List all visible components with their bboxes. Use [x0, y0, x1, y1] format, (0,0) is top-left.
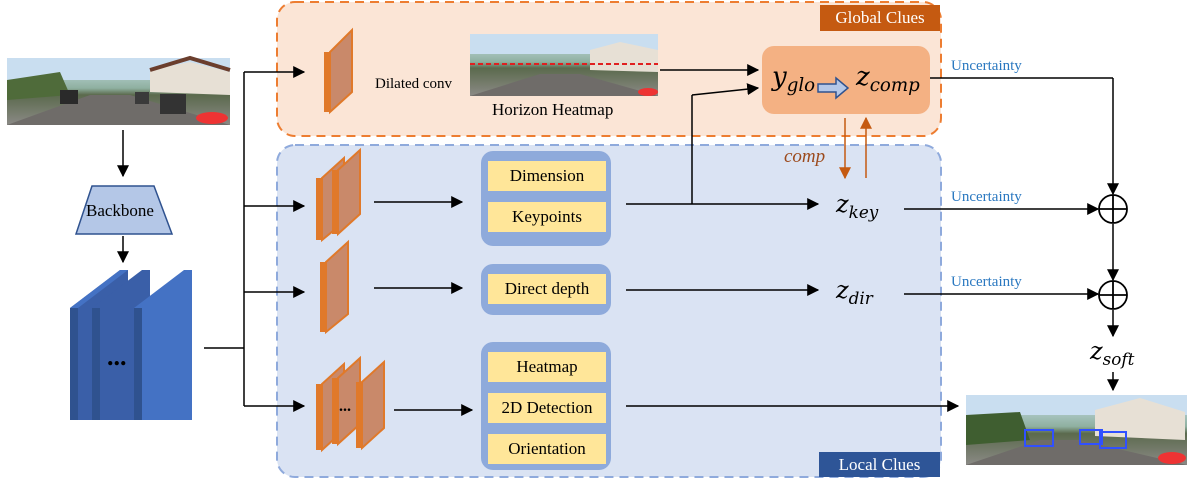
horizon-heatmap-label: Horizon Heatmap	[492, 100, 614, 119]
uncertainty-label-dir: Uncertainty	[951, 274, 1022, 290]
comp-connectors	[839, 116, 872, 180]
local-clues-tag: Local Clues	[838, 454, 921, 474]
dilated-conv-label: Dilated conv	[375, 76, 453, 92]
detection-conv-dots: ...	[339, 398, 351, 415]
local-clues-region	[276, 144, 942, 478]
output-image	[966, 395, 1187, 465]
z-dir-symbol: zdir	[836, 276, 873, 308]
heatmap-box: Heatmap	[488, 352, 606, 382]
feature-maps	[70, 270, 192, 420]
key-conv-block	[316, 147, 361, 243]
keypoints-box: Keypoints	[488, 202, 606, 232]
orientation-box: Orientation	[488, 434, 606, 464]
z-soft-symbol: zsoft	[1090, 337, 1135, 369]
feature-dots: ...	[107, 342, 127, 371]
global-clues-tag-bg	[820, 5, 940, 31]
global-clues-tag: Global Clues	[835, 8, 925, 27]
y-glo-symbol: yglo	[772, 62, 816, 97]
z-comp-symbol: zcomp	[856, 62, 920, 97]
comp-label: comp	[784, 146, 826, 167]
horizon-heatmap-image	[470, 34, 658, 96]
local-clues-tag-bg	[819, 452, 940, 477]
direct-conv-block	[320, 239, 349, 335]
global-conv-block	[324, 27, 353, 115]
direct-depth-box: Direct depth	[488, 274, 606, 304]
detection-conv-block	[316, 355, 385, 453]
backbone-block	[74, 185, 174, 235]
backbone-label: Backbone	[86, 201, 154, 220]
sum-nodes	[1098, 194, 1128, 310]
compensation-arrow-icon	[817, 76, 850, 100]
input-image	[7, 55, 231, 125]
dimension-box: Dimension	[488, 161, 606, 191]
connectors	[117, 64, 1119, 416]
2d-detection-box: 2D Detection	[488, 393, 606, 423]
z-key-symbol: zkey	[836, 190, 879, 222]
uncertainty-label-key: Uncertainty	[951, 189, 1022, 205]
compensation-box	[762, 46, 930, 114]
uncertainty-label-global: Uncertainty	[951, 58, 1022, 74]
